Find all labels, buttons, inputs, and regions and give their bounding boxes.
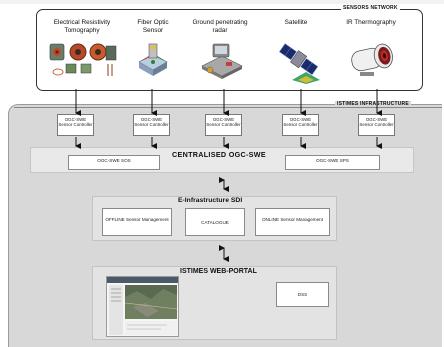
controller-label: OGC-SWE Sensor Controller xyxy=(206,117,241,128)
controller-label: OGC-SWE Sensor Controller xyxy=(134,117,169,128)
sensor-controller-3: OGC-SWE Sensor Controller xyxy=(205,114,242,136)
sensor-label-radar: Ground penetrating radar xyxy=(192,19,248,34)
controller-label: OGC-SWE Sensor Controller xyxy=(58,117,93,128)
ground-radar-icon xyxy=(201,43,243,79)
sensor-label-satellite: Satellite xyxy=(284,19,308,26)
sensor-controller-1: OGC-SWE Sensor Controller xyxy=(57,114,94,136)
sensor-controller-2: OGC-SWE Sensor Controller xyxy=(133,114,170,136)
sensor-label-fiber-optic: Fiber Optic Sensor xyxy=(137,19,169,34)
sensors-network-title: SENSORS NETWORK xyxy=(341,5,400,11)
sos-box: OGC-SWE SOS xyxy=(68,155,160,170)
resistivity-equipment-icon xyxy=(49,43,117,76)
sdi-title: E-Infrastructure SDI xyxy=(178,197,243,204)
satellite-icon xyxy=(278,43,320,84)
infra-top-rule xyxy=(14,107,442,108)
fiber-optic-sensor-icon xyxy=(138,43,168,76)
sensor-label-ir-thermography: IR Thermography xyxy=(346,19,396,26)
sensor-controller-4: OGC-SWE Sensor Controller xyxy=(282,114,319,136)
offline-sensor-management-box: OFFLINE Sensor Management xyxy=(102,208,172,236)
controller-label: OGC-SWE Sensor Controller xyxy=(283,117,318,128)
infrastructure-title: ISTIMES INFRASTRUCTURE xyxy=(335,101,411,107)
catalogue-box: CATALOGUE xyxy=(185,208,245,236)
top-crop-band xyxy=(0,0,444,4)
online-sensor-management-box: ONLINE Sensor Management xyxy=(255,208,330,236)
sensor-label-resistivity: Electrical Resistivity Tomography xyxy=(53,19,111,34)
thermal-camera-icon xyxy=(351,43,393,76)
sps-box: OGC-SWE SPS xyxy=(285,155,380,170)
controller-label: OGC-SWE Sensor Controller xyxy=(359,117,394,128)
portal-screenshot-image xyxy=(107,277,178,335)
web-portal-title: ISTIMES WEB-PORTAL xyxy=(180,268,257,275)
centralised-title: CENTRALISED OGC-SWE xyxy=(172,150,266,159)
dss-box: DSS xyxy=(276,282,329,307)
sensor-controller-5: OGC-SWE Sensor Controller xyxy=(358,114,395,136)
portal-screenshot-thumbnail xyxy=(106,276,179,337)
